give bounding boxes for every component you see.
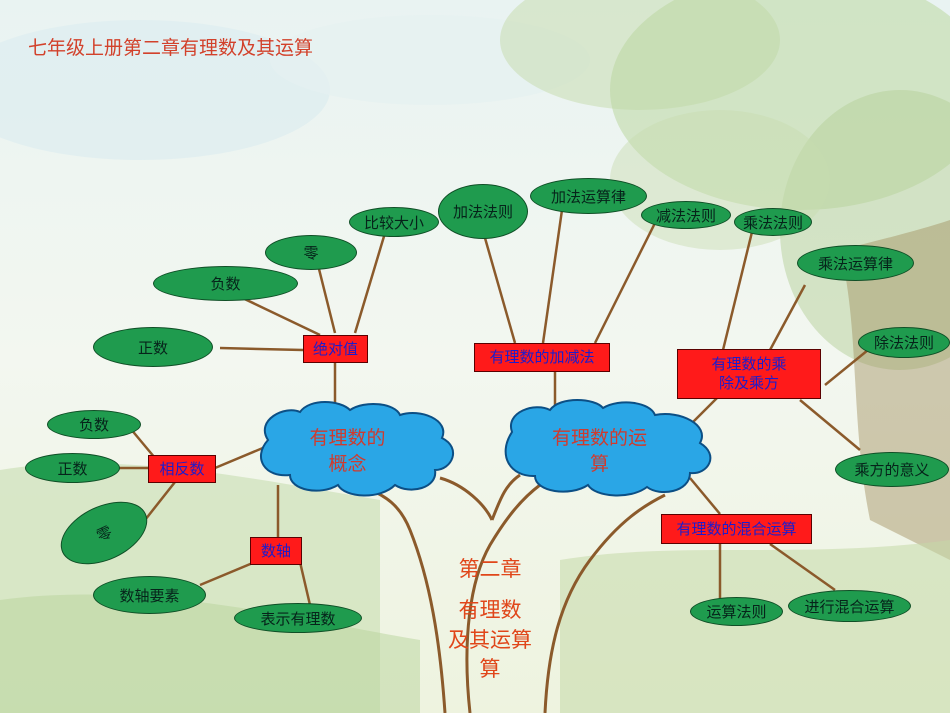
oval-positive-2: 正数	[25, 453, 120, 483]
cloud-operation-line1: 有理数的运	[551, 427, 647, 449]
chapter-center-text: 第二章 有理数 及其运算 算	[440, 555, 540, 685]
oval-zero-1: 零	[265, 235, 357, 270]
chapter-line1: 第二章	[458, 557, 522, 581]
chapter-line3: 及其运算	[448, 627, 532, 652]
chapter-line2: 有理数	[458, 598, 522, 623]
oval-axis-elements: 数轴要素	[93, 576, 206, 614]
oval-add-rule: 加法法则	[438, 184, 528, 239]
oval-negative-2: 负数	[47, 410, 141, 439]
oval-div-rule: 除法法则	[858, 327, 950, 358]
oval-sub-rule: 减法法则	[641, 201, 731, 229]
oval-do-mixed: 进行混合运算	[788, 590, 911, 622]
box-mul-div-line1: 有理数的乘	[711, 355, 787, 374]
cloud-concept-label: 有理数的 概念	[290, 426, 405, 477]
cloud-concept-line2: 概念	[328, 452, 367, 475]
oval-power-meaning: 乘方的意义	[835, 452, 949, 487]
box-number-line: 数轴	[250, 537, 302, 565]
oval-negative-1: 负数	[153, 266, 298, 301]
page-title: 七年级上册第二章有理数及其运算	[28, 37, 314, 59]
box-mul-div-line2: 除及乘方	[718, 374, 779, 392]
cloud-concept-line1: 有理数的	[309, 427, 386, 449]
box-opposite-number: 相反数	[148, 455, 216, 483]
oval-represent: 表示有理数	[234, 603, 362, 633]
oval-mul-law: 乘法运算律	[797, 245, 914, 281]
box-mixed-operation: 有理数的混合运算	[661, 514, 812, 544]
oval-add-law: 加法运算律	[530, 178, 647, 214]
box-add-sub: 有理数的加减法	[474, 343, 610, 372]
cloud-operation-label: 有理数的运 算	[532, 426, 667, 477]
oval-op-rule: 运算法则	[690, 597, 783, 626]
oval-positive-1: 正数	[93, 327, 213, 367]
box-absolute-value: 绝对值	[303, 335, 368, 363]
oval-mul-rule: 乘法法则	[734, 208, 812, 236]
cloud-operation-line2: 算	[589, 452, 609, 475]
oval-compare: 比较大小	[349, 207, 439, 237]
chapter-line4: 算	[479, 657, 501, 682]
box-mul-div: 有理数的乘 除及乘方	[677, 349, 821, 399]
